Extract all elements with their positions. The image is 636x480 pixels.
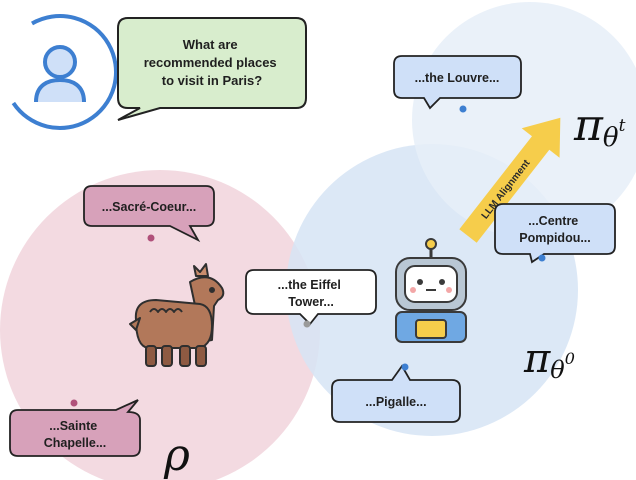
pigalle-label: ...Pigalle... <box>365 395 426 409</box>
svg-text:...Sainte Chapelle...: ...Sainte Chapelle... <box>44 419 107 450</box>
louvre-bubble: ...the Louvre... <box>393 55 522 110</box>
louvre-label: ...the Louvre... <box>415 71 500 85</box>
theta-symbol-0: θ <box>550 356 565 384</box>
rho-label: ρ <box>163 430 190 480</box>
pi-theta-t-label: πθt <box>573 100 626 153</box>
pompidou-line-2: Pompidou... <box>519 231 591 245</box>
svg-text:...the Louvre...: ...the Louvre... <box>415 71 500 85</box>
robot-icon <box>395 238 467 343</box>
eiffel-tower-bubble: ...the Eiffel Tower... <box>245 269 377 326</box>
eiffel-line-2: Tower... <box>288 295 334 309</box>
pi-theta-0-label: πθ0 <box>523 336 575 384</box>
pi-symbol-t: π <box>573 100 604 151</box>
svg-text:...Centre Pompidou...: ...Centre Pompidou... <box>519 214 591 245</box>
chapelle-line-1: ...Sainte <box>49 419 97 433</box>
svg-text:...the Eiffel Tower...: ...the Eiffel Tower... <box>278 278 345 309</box>
eiffel-tower-point <box>303 320 311 328</box>
svg-text:What are recommended pla: What are recommended places to visit in … <box>144 37 281 88</box>
sainte-chapelle-point <box>70 399 78 407</box>
superscript-t: t <box>619 116 626 136</box>
chapelle-line-2: Chapelle... <box>44 436 107 450</box>
centre-pompidou-bubble: ...Centre Pompidou... <box>494 203 616 264</box>
pi-symbol-0: π <box>523 336 551 382</box>
louvre-point <box>459 105 467 113</box>
sacre-coeur-bubble: ...Sacré-Coeur... <box>83 185 215 243</box>
theta-symbol-t: θ <box>603 123 619 153</box>
sainte-chapelle-bubble: ...Sainte Chapelle... <box>9 399 141 457</box>
pigalle-bubble: ...Pigalle... <box>331 364 461 423</box>
llama-icon <box>129 263 225 367</box>
sacre-coeur-point <box>147 234 155 242</box>
superscript-0: 0 <box>565 349 575 368</box>
pompidou-line-1: ...Centre <box>528 214 578 228</box>
pigalle-point <box>401 363 409 371</box>
svg-text:...Sacré-Coeur...: ...Sacré-Coeur... <box>102 200 196 214</box>
user-question-bubble: What are recommended places to visit in … <box>117 17 307 121</box>
question-line-2: recommended places <box>144 55 277 70</box>
question-line-3: to visit in Paris? <box>162 73 262 88</box>
svg-text:...Pigalle...: ...Pigalle... <box>365 395 426 409</box>
eiffel-line-1: ...the Eiffel <box>278 278 341 292</box>
question-line-1: What are <box>183 37 238 52</box>
centre-pompidou-point <box>538 254 546 262</box>
user-icon <box>1 13 118 130</box>
sacre-coeur-label: ...Sacré-Coeur... <box>102 200 196 214</box>
